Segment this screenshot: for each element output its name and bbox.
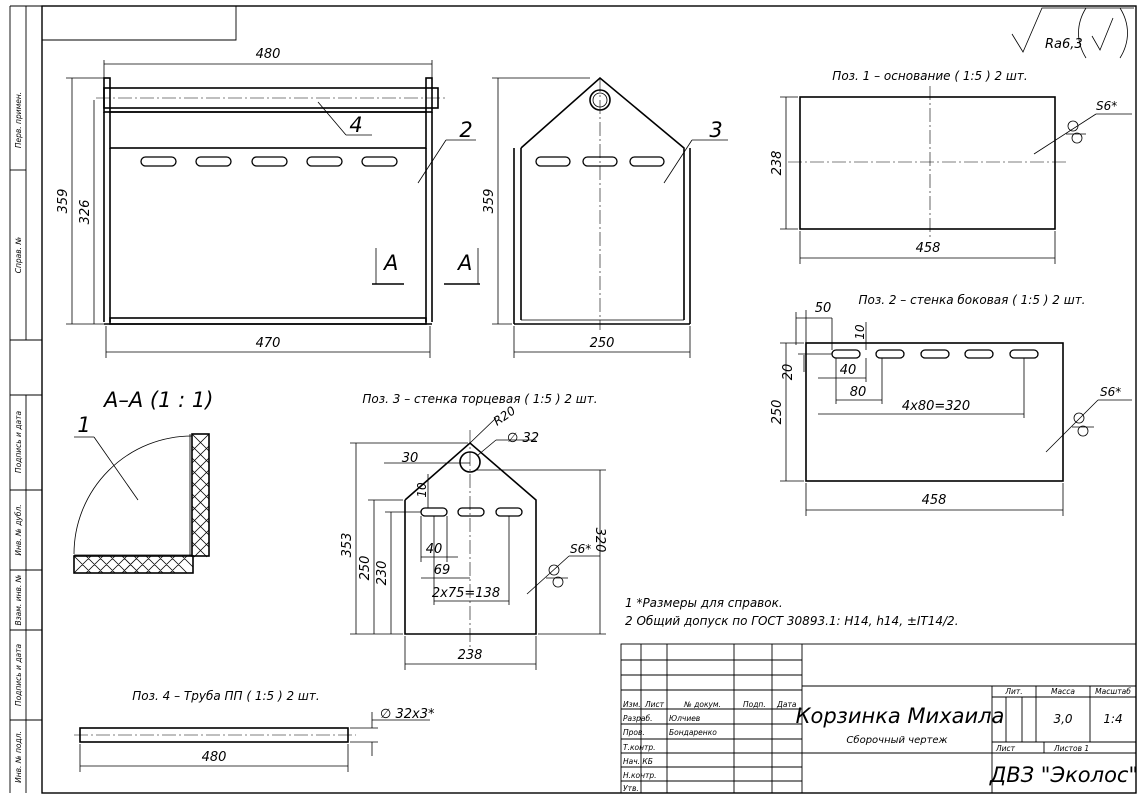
- tb-sheet-label: Лист: [995, 744, 1016, 753]
- pos3-dim-d32: ∅ 32: [507, 431, 539, 446]
- section-leader-1: 1: [77, 413, 90, 437]
- tb-scale-value: 1:4: [1103, 712, 1122, 726]
- leader-part-4: 4: [349, 113, 362, 137]
- pos1-caption: Поз. 1 – основание ( 1:5 ) 2 шт.: [832, 69, 1027, 83]
- tb-scale-label: Масштаб: [1095, 687, 1131, 696]
- tb-organization: ДВЗ "Эколос": [989, 763, 1138, 787]
- tb-role-checker: Пров.: [623, 728, 645, 737]
- side-label-sign-date-1: Подпись и дата: [14, 411, 23, 474]
- pos3-dim-r20: R20: [491, 403, 519, 428]
- leader-part-3: 3: [709, 118, 722, 142]
- roughness-value: Ra6,3: [1045, 37, 1083, 52]
- tb-name-developer: Юлчиев: [669, 714, 700, 723]
- detail-pos1-base: Поз. 1 – основание ( 1:5 ) 2 шт. 238 458…: [770, 69, 1132, 264]
- tb-role-approved: Утв.: [623, 784, 639, 793]
- side-label-sign-date-2: Подпись и дата: [14, 644, 23, 707]
- pos1-weld: S6*: [1096, 99, 1117, 113]
- section-caption: А–А (1 : 1): [102, 388, 213, 412]
- tb-header-change: Изм.: [623, 700, 641, 709]
- pos4-dim-length: 480: [202, 750, 227, 765]
- tb-role-tech-control: Т.контр.: [623, 743, 656, 752]
- dim-front-height-inner: 326: [78, 200, 93, 225]
- pos4-dim-diameter: ∅ 32x3*: [380, 707, 435, 722]
- side-label-replace-inv: Взам. инв. №: [14, 574, 23, 625]
- side-label-first-use: Перв. примен.: [14, 92, 23, 148]
- roughness-symbol: Ra6,3: [1011, 7, 1134, 59]
- tb-role-norm-control: Н.контр.: [623, 771, 657, 780]
- pos2-weld: S6*: [1100, 385, 1121, 399]
- pos2-dim-320: 4x80=320: [902, 399, 970, 414]
- note-1: 1 *Размеры для справок.: [625, 596, 783, 610]
- dim-front-width-top: 480: [256, 47, 281, 62]
- side-stamp-labels: Перв. примен. Справ. № Подпись и дата Ин…: [14, 92, 23, 783]
- section-a-a: А–А (1 : 1) 1: [73, 388, 213, 574]
- pos2-dim-height: 250: [770, 400, 785, 425]
- pos2-dim-80: 80: [850, 385, 867, 400]
- tb-header-date: Дата: [776, 700, 797, 709]
- pos3-dim-230: 230: [375, 561, 390, 586]
- pos3-dim-320: 320: [592, 528, 607, 553]
- tb-sheets-label: Листов 1: [1053, 744, 1089, 753]
- detail-pos2-side-wall: Поз. 2 – стенка боковая ( 1:5 ) 2 шт. 50…: [770, 293, 1132, 516]
- dim-side-height: 359: [482, 189, 497, 214]
- pos3-weld: S6*: [570, 542, 591, 556]
- tb-mass-label: Масса: [1051, 687, 1075, 696]
- pos2-dim-width: 458: [922, 493, 947, 508]
- pos3-dim-69: 69: [434, 563, 451, 578]
- leader-part-2: 2: [459, 118, 472, 142]
- tb-role-head-kb: Нач. КБ: [623, 757, 653, 766]
- pos3-caption: Поз. 3 – стенка торцевая ( 1:5 ) 2 шт.: [362, 392, 597, 406]
- view-side-assembly: 359 250 3: [482, 76, 728, 358]
- title-block: Изм. Лист № докум. Подп. Дата Разраб. Юл…: [620, 643, 1138, 794]
- pos1-dim-width: 458: [916, 241, 941, 256]
- section-mark-left: A: [382, 251, 398, 275]
- pos3-dim-238: 238: [458, 648, 483, 663]
- side-label-orig-inv: Инв. № подл.: [14, 731, 23, 783]
- side-label-dup-inv: Инв. № дубл.: [14, 504, 23, 555]
- pos3-dim-30: 30: [402, 451, 419, 466]
- tb-header-sign: Подп.: [743, 700, 766, 709]
- drawing-frame: [9, 5, 1137, 794]
- pos2-dim-20: 20: [781, 364, 796, 381]
- tb-title: Корзинка Михаила: [796, 704, 1005, 728]
- view-front-assembly: 480 470 359 326 4 2 A A: [56, 47, 480, 358]
- tb-lit-label: Лит.: [1004, 687, 1022, 696]
- pos3-dim-10: 10: [415, 482, 429, 498]
- pos2-dim-10: 10: [853, 324, 867, 340]
- pos1-dim-height: 238: [770, 151, 785, 176]
- tb-name-checker: Бондаренко: [669, 728, 717, 737]
- pos2-dim-40: 40: [840, 363, 857, 378]
- pos2-caption: Поз. 2 – стенка боковая ( 1:5 ) 2 шт.: [858, 293, 1085, 307]
- note-2: 2 Общий допуск по ГОСТ 30893.1: H14, h14…: [625, 614, 959, 628]
- detail-pos3-end-wall: Поз. 3 – стенка торцевая ( 1:5 ) 2 шт. R…: [340, 392, 607, 670]
- technical-notes: 1 *Размеры для справок. 2 Общий допуск п…: [625, 596, 959, 628]
- pos3-dim-138: 2x75=138: [432, 586, 500, 601]
- dim-front-width-bottom: 470: [256, 336, 281, 351]
- tb-role-developer: Разраб.: [623, 714, 652, 723]
- pos4-caption: Поз. 4 – Труба ПП ( 1:5 ) 2 шт.: [132, 689, 319, 703]
- tb-mass-value: 3,0: [1053, 712, 1072, 726]
- pos3-dim-250: 250: [358, 556, 373, 581]
- section-mark-right: A: [456, 251, 472, 275]
- dim-front-height-outer: 359: [56, 189, 71, 214]
- tb-header-doc-no: № докум.: [683, 700, 721, 709]
- pos2-dim-50: 50: [815, 301, 832, 316]
- tb-header-sheet: Лист: [644, 700, 665, 709]
- tb-doc-type: Сборочный чертеж: [846, 734, 947, 746]
- side-label-ref-no: Справ. №: [14, 237, 23, 274]
- detail-pos4-pipe: Поз. 4 – Труба ПП ( 1:5 ) 2 шт. ∅ 32x3* …: [74, 689, 435, 772]
- dim-side-width: 250: [590, 336, 615, 351]
- pos3-dim-353: 353: [340, 533, 355, 558]
